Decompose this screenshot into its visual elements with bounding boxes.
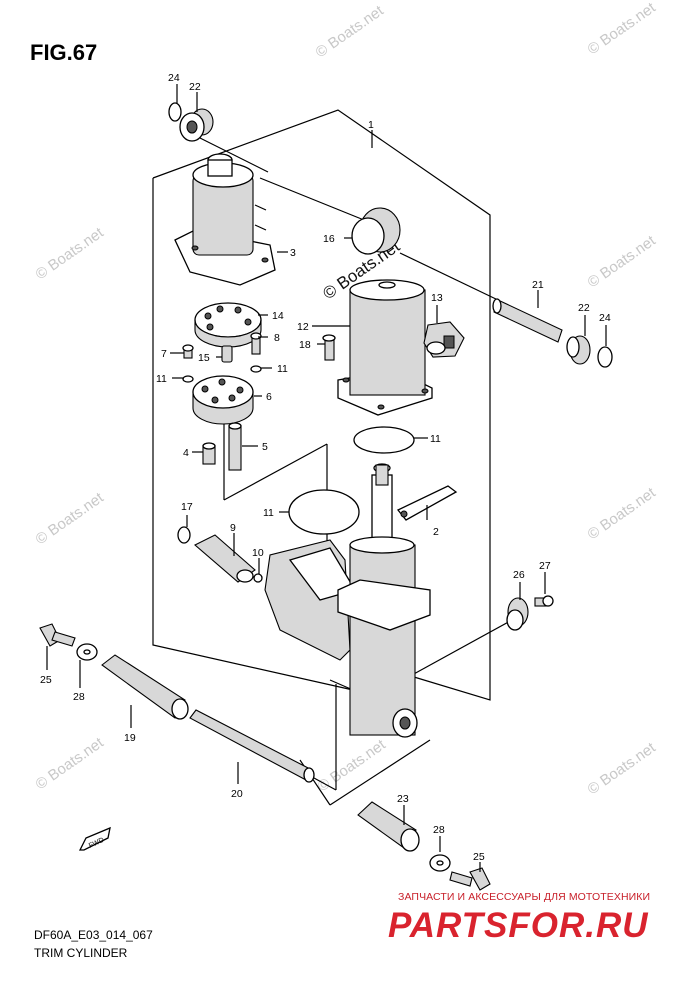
leader-lines [46, 84, 607, 872]
callout-4: 4 [183, 447, 189, 459]
callout-10: 10 [252, 547, 264, 559]
callout-21: 21 [532, 279, 544, 291]
watermark-text: © Boats.net [33, 489, 108, 548]
watermark-text: © Boats.net [33, 224, 108, 283]
trim-motor [174, 153, 276, 286]
snap-ring-17 [177, 526, 191, 544]
assembly-frame [152, 109, 513, 806]
watermark-text: © Boats.net [585, 739, 660, 798]
watermark-text: © Boats.net [585, 0, 660, 58]
callout-19: 19 [124, 732, 136, 744]
tilt-cylinder [337, 279, 433, 416]
callout-28: 28 [73, 691, 85, 703]
oil-filler-plug [423, 321, 465, 358]
bolt-25-right [449, 867, 491, 891]
callout-22: 22 [578, 302, 590, 314]
watermark-text: © Boats.net [315, 736, 390, 795]
lower-pin [189, 709, 315, 783]
watermark-text: © Boats.net [313, 2, 388, 61]
promo-tagline: ЗАПЧАСТИ И АКСЕССУАРЫ ДЛЯ МОТОТЕХНИКИ [398, 891, 651, 903]
callout-25: 25 [40, 674, 52, 686]
bolt-27 [534, 595, 554, 607]
callout-22: 22 [189, 81, 201, 93]
fwd-arrow-icon: FWD [78, 826, 111, 851]
figure-title: FIG.67 [30, 40, 98, 65]
washer-28-left [76, 643, 98, 661]
callout-9: 9 [230, 522, 236, 534]
callout-1: 1 [368, 119, 374, 131]
piston-rod [371, 463, 393, 546]
callout-23: 23 [397, 793, 409, 805]
figure-name: TRIM CYLINDER [34, 946, 128, 960]
callout-5: 5 [262, 441, 268, 453]
callout-12: 12 [297, 321, 309, 333]
callout-11: 11 [430, 433, 441, 445]
bushing-upper [351, 207, 401, 255]
bushing-23 [357, 801, 420, 852]
small-parts [182, 332, 262, 471]
callout-2: 2 [433, 526, 439, 538]
callout-25: 25 [473, 851, 485, 863]
callout-28: 28 [433, 824, 445, 836]
callout-20: 20 [231, 788, 243, 800]
callout-7: 7 [161, 348, 167, 360]
o-ring-10 [253, 573, 263, 583]
callout-27: 27 [539, 560, 551, 572]
oil-pump [192, 375, 254, 425]
bushing-right [566, 335, 591, 365]
callouts: 1 2 3 4 5 6 7 8 9 10 11 11 11 11 12 13 1… [40, 72, 611, 863]
bolt-25-left [39, 623, 76, 647]
promo-logo: PARTSFOR.RU [388, 906, 649, 945]
callout-11: 11 [156, 373, 167, 385]
callout-16: 16 [323, 233, 335, 245]
bushing-top [179, 108, 214, 142]
callout-8: 8 [274, 332, 280, 344]
upper-shaft [492, 298, 563, 343]
watermark-text: © Boats.net [585, 232, 660, 291]
o-rings [288, 426, 415, 535]
callout-17: 17 [181, 501, 193, 513]
callout-14: 14 [272, 310, 284, 322]
washer-28-right [429, 854, 451, 872]
watermark-text: © Boats.net [585, 484, 660, 543]
callout-11: 11 [277, 363, 288, 375]
bushing-26 [506, 597, 529, 631]
figure-code: DF60A_E03_014_067 [34, 928, 153, 942]
manual-release-valve [194, 534, 256, 583]
cylinder-body [264, 536, 431, 738]
callout-26: 26 [513, 569, 525, 581]
sleeve-19 [101, 654, 189, 720]
callout-15: 15 [198, 352, 210, 364]
watermark-text: © Boats.net [33, 734, 108, 793]
callout-24: 24 [168, 72, 180, 84]
bolt-18 [322, 334, 336, 361]
callout-24: 24 [599, 312, 611, 324]
callout-11: 11 [263, 507, 274, 519]
snap-ring-right [597, 346, 613, 368]
valve-body [194, 302, 262, 348]
callout-18: 18 [299, 339, 311, 351]
callout-6: 6 [266, 391, 272, 403]
callout-13: 13 [431, 292, 443, 304]
snap-ring-top [168, 102, 182, 122]
bracket-2 [396, 485, 458, 521]
callout-3: 3 [290, 247, 296, 259]
